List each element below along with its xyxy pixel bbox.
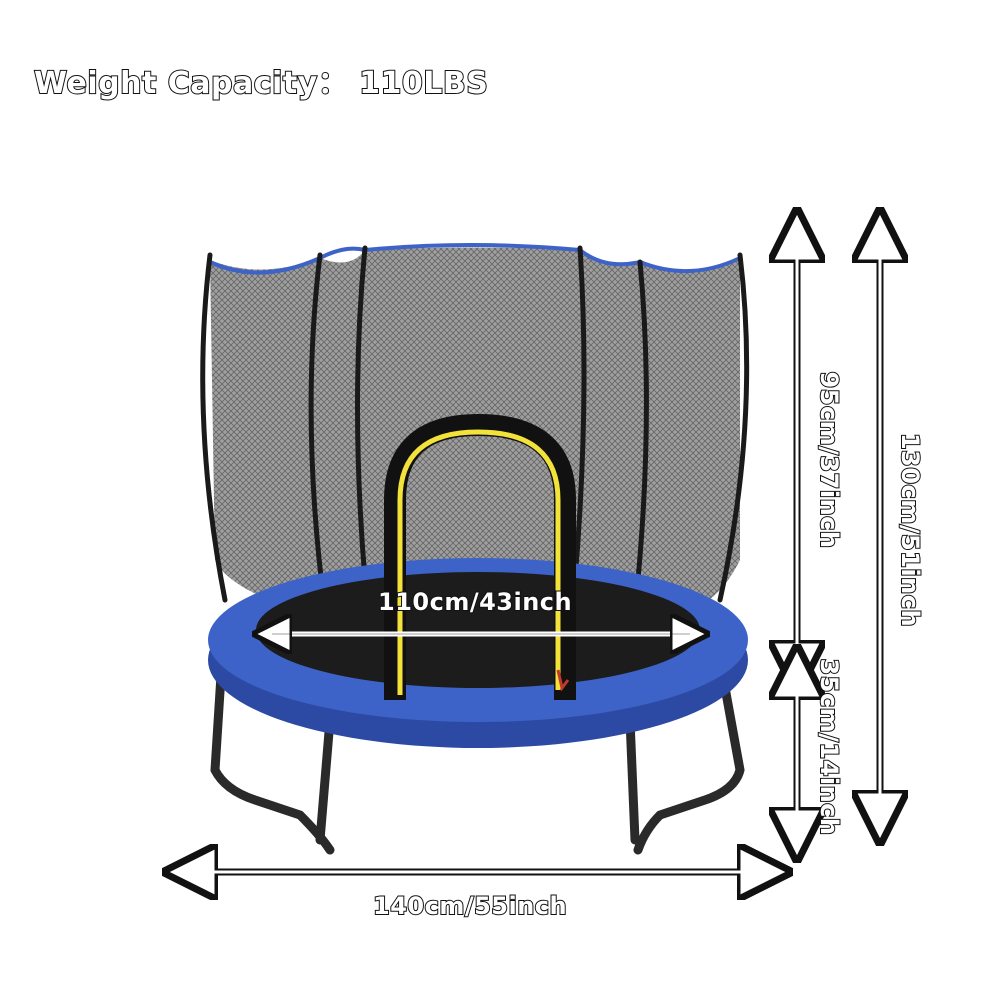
- net-top-rim: [209, 243, 741, 275]
- net-door-arch: [384, 413, 576, 700]
- net-poles: [200, 245, 750, 613]
- total-height-label: 130cm/51inch: [895, 432, 925, 628]
- overall-width-label: 140cm/55inch: [372, 891, 568, 921]
- net-height-label: 95cm/37inch: [814, 371, 844, 550]
- door-pull-tab: [556, 669, 570, 692]
- leg-height-label: 35cm/14inch: [814, 658, 844, 837]
- diameter-label: 110cm/43inch: [377, 587, 573, 617]
- weight-capacity-title: Weight Capacity： 110LBS: [33, 65, 489, 102]
- door-zipper: [397, 429, 561, 695]
- trampoline-legs: [210, 655, 745, 855]
